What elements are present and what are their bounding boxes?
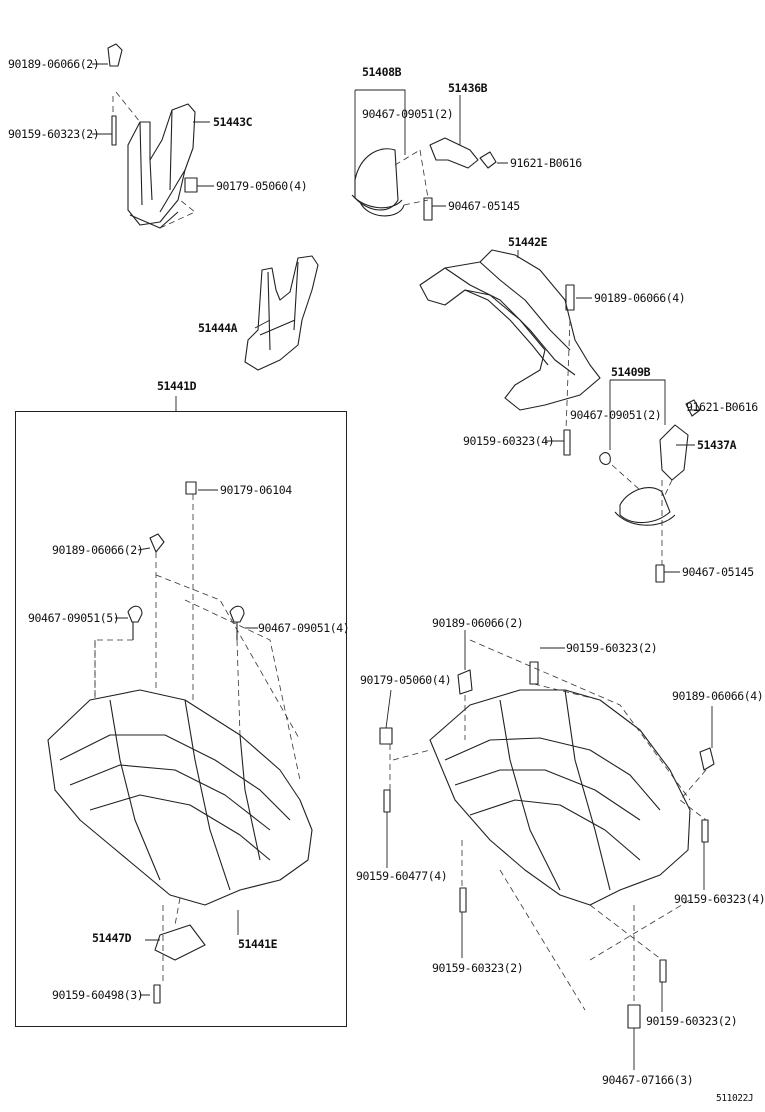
label-51441e: 51441E <box>238 937 278 951</box>
label-90189-06066: 90189-06066(4) <box>594 291 686 305</box>
label-90179-05060: 90179-05060(4) <box>216 179 308 193</box>
label-91621-b0616: 91621-B0616 <box>686 400 758 414</box>
label-90179-06104: 90179-06104 <box>220 483 292 497</box>
part-51447d-shape <box>154 924 206 961</box>
clip-90467-a <box>423 197 433 221</box>
label-90159-60323: 90159-60323(2) <box>646 1014 738 1028</box>
label-90189-06066: 90189-06066(2) <box>8 57 100 71</box>
clip-90467-b <box>599 452 611 465</box>
clip-90189-e <box>699 747 715 771</box>
label-90159-60323: 90159-60323(2) <box>432 961 524 975</box>
part-51443c-shape <box>127 103 196 229</box>
label-90179-05060: 90179-05060(4) <box>360 673 452 687</box>
label-51409b: 51409B <box>611 365 651 379</box>
label-90467-09051: 90467-09051(5) <box>28 611 120 625</box>
clip-90467-f <box>627 1004 641 1029</box>
label-51442e: 51442E <box>508 235 548 249</box>
part-51408b-shape <box>351 148 405 217</box>
part-51437a-shape <box>659 424 689 481</box>
bolt-90159-h <box>659 959 667 983</box>
label-90467-09051: 90467-09051(2) <box>570 408 662 422</box>
label-90189-06066: 90189-06066(2) <box>432 616 524 630</box>
bolt-90159-b <box>563 429 571 456</box>
guide-lines <box>94 91 707 1011</box>
clip-90467-e <box>229 605 245 640</box>
label-51441d: 51441D <box>157 379 197 393</box>
label-90159-60477: 90159-60477(4) <box>356 869 448 883</box>
clip-90189-d <box>457 669 473 695</box>
clip-90189-a <box>107 43 123 67</box>
label-91621-b0616: 91621-B0616 <box>510 156 582 170</box>
bolt-90159-c <box>153 984 161 1004</box>
label-51444a: 51444A <box>198 321 238 335</box>
part-51444a-shape <box>244 255 319 371</box>
part-undercover-right <box>429 689 691 906</box>
label-90159-60323: 90159-60323(4) <box>463 434 555 448</box>
label-51447d: 51447D <box>92 931 132 945</box>
label-51437a: 51437A <box>697 438 737 452</box>
label-51443c: 51443C <box>213 115 253 129</box>
bolt-90159-f <box>701 819 709 843</box>
clip-90189-c <box>149 533 165 553</box>
clip-91621-a <box>479 151 497 169</box>
label-90159-60498: 90159-60498(3) <box>52 988 144 1002</box>
bolt-90159-d <box>529 661 539 685</box>
bolt-90159-a <box>111 115 117 146</box>
part-51409b-shape <box>614 487 676 526</box>
label-90189-06066: 90189-06066(4) <box>672 689 764 703</box>
label-90467-09051: 90467-09051(4) <box>258 621 350 635</box>
clip-90467-c <box>655 564 665 583</box>
bolt-90159-g <box>459 887 467 913</box>
label-51408b: 51408B <box>362 65 402 79</box>
leader-lines <box>92 63 713 1070</box>
bolt-90189-b <box>565 284 575 311</box>
figure-code: 511022J <box>716 1093 754 1104</box>
assembly-frame-51441d <box>15 411 347 1027</box>
label-90467-05145: 90467-05145 <box>448 199 520 213</box>
label-90467-09051: 90467-09051(2) <box>362 107 454 121</box>
part-51441e-undercover-left <box>47 689 313 961</box>
part-51442e-shape <box>419 249 601 411</box>
label-90159-60323: 90159-60323(2) <box>8 127 100 141</box>
nut-90179-a <box>184 177 198 193</box>
bolt-90159-e <box>383 789 391 813</box>
clip-90467-d <box>127 605 143 640</box>
label-90189-06066: 90189-06066(2) <box>52 543 144 557</box>
label-51436b: 51436B <box>448 81 488 95</box>
label-90159-60323: 90159-60323(2) <box>566 641 658 655</box>
label-90159-60323: 90159-60323(4) <box>674 892 765 906</box>
nut-90179-c <box>379 727 393 745</box>
label-90467-05145: 90467-05145 <box>682 565 754 579</box>
nut-90179-b <box>185 481 197 495</box>
part-51436b-shape <box>429 137 479 169</box>
label-90467-07166: 90467-07166(3) <box>602 1073 694 1087</box>
